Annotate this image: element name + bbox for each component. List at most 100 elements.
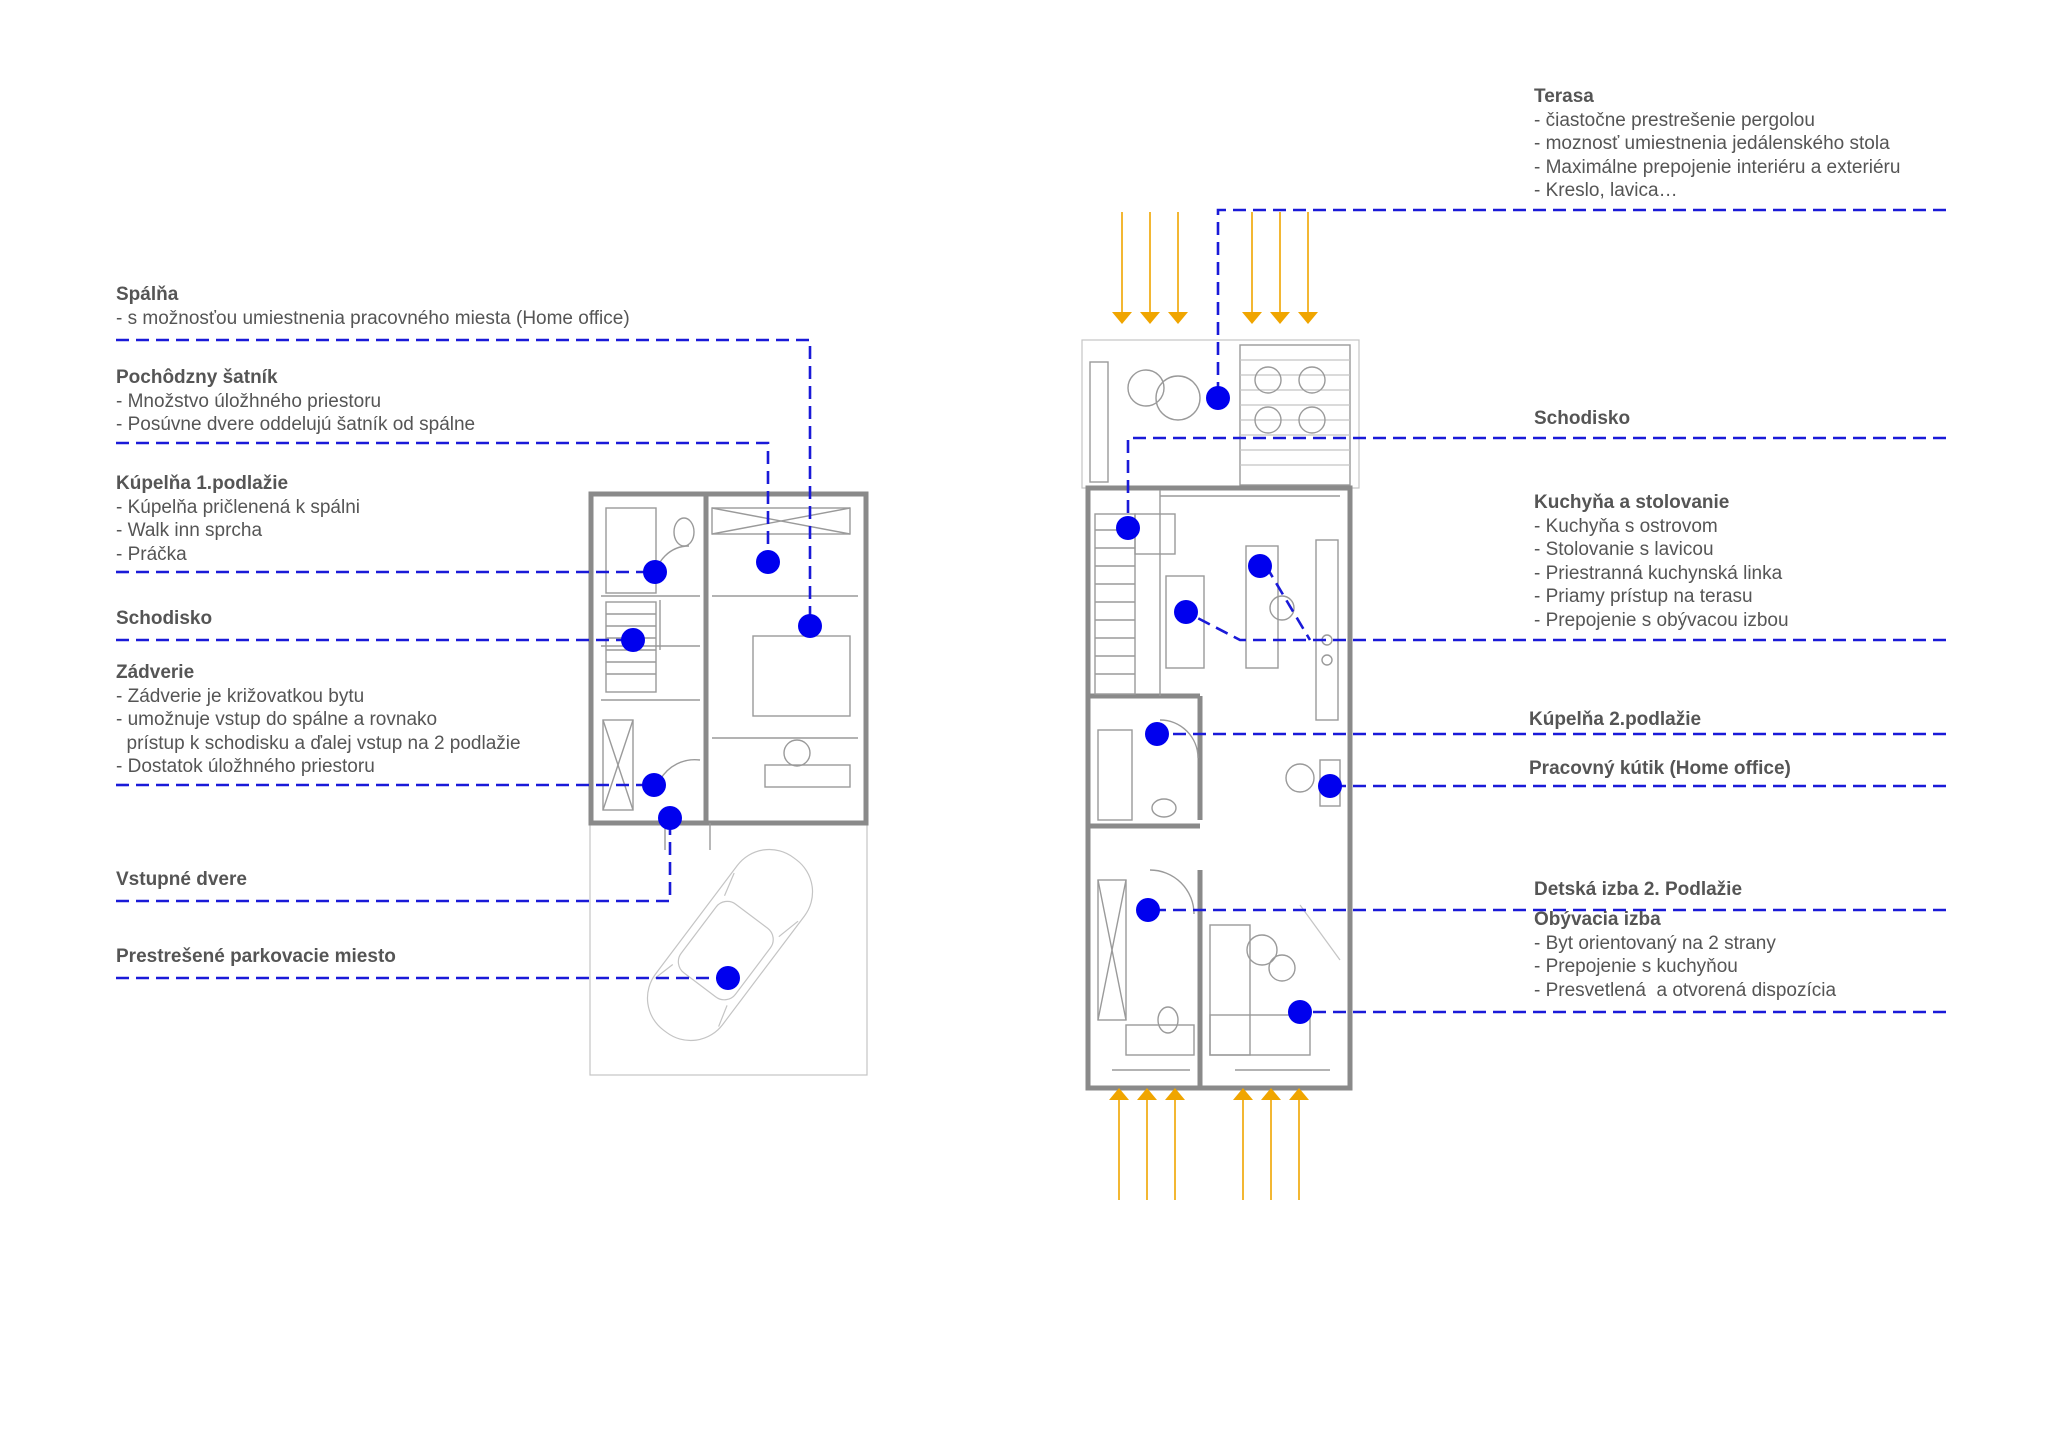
note-title: Schodisko bbox=[116, 608, 213, 629]
note-line: - Kreslo, lavica… bbox=[1534, 180, 1678, 201]
car-icon bbox=[646, 848, 814, 1042]
note-kuchyna: Kuchyňa a stolovanie - Kuchyňa s ostrovo… bbox=[1534, 491, 1789, 632]
marker-dot-satnik bbox=[756, 550, 780, 574]
sun-arrow-icon bbox=[1261, 1088, 1281, 1200]
bathtub bbox=[1097, 729, 1133, 821]
note-line: - Priestranná kuchynská linka bbox=[1534, 562, 1783, 584]
sun-arrow-icon bbox=[1242, 212, 1262, 324]
note-line: - Byt orientovaný na 2 strany bbox=[1534, 932, 1776, 954]
leader-vstupne-dvere bbox=[116, 818, 672, 903]
marker-dot-pracovny-kutik bbox=[1318, 774, 1342, 798]
note-line: - Zádverie je križovatkou bytu bbox=[116, 685, 365, 707]
sun-arrow-icon bbox=[1298, 212, 1318, 324]
note-line: - Stolovanie s lavicou bbox=[1534, 539, 1714, 560]
sun-arrow-icon bbox=[1270, 212, 1290, 324]
note-line: - Presvetlená a otvorená dispozícia bbox=[1534, 979, 1837, 1001]
sun-arrows-top bbox=[1112, 212, 1318, 324]
note-line: - Kúpelňa pričlenená k spálni bbox=[116, 496, 360, 518]
note-pochodzny-satnik: Pochôdzny šatník - Množstvo úložhného pr… bbox=[116, 366, 475, 437]
pergola bbox=[1239, 344, 1351, 486]
marker-dot-kupelna-2 bbox=[1145, 722, 1169, 746]
parking-area bbox=[589, 822, 868, 1076]
entrance-storage bbox=[602, 719, 634, 811]
leader-spalna bbox=[116, 338, 812, 626]
note-line: - Priamy prístup na terasu bbox=[1534, 586, 1753, 607]
note-title: Vstupné dvere bbox=[116, 869, 247, 890]
note-line: - umožnuje vstup do spálne a rovnako bbox=[116, 709, 438, 730]
note-title: Schodisko bbox=[1534, 408, 1631, 429]
note-title: Detská izba 2. Podlažie bbox=[1534, 879, 1743, 900]
right-floor-plan bbox=[1081, 339, 1360, 1091]
note-line: - Množstvo úložhného priestoru bbox=[116, 390, 382, 412]
note-pracovny-kutik: Pracovný kútik (Home office) bbox=[1529, 757, 1791, 781]
marker-dot-schodisko-left bbox=[621, 628, 645, 652]
note-schodisko-left: Schodisko bbox=[116, 607, 212, 631]
note-detska-izba: Detská izba 2. Podlažie bbox=[1534, 878, 1742, 902]
note-terasa: Terasa - čiastočne prestrešenie pergolou… bbox=[1534, 85, 1900, 203]
note-line: - s možnosťou umiestnenia pracovného mie… bbox=[116, 307, 630, 329]
marker-dot-terasa bbox=[1206, 386, 1230, 410]
leader-kuchyna-branch bbox=[1264, 565, 1312, 641]
note-title: Zádverie bbox=[116, 662, 195, 683]
kitchen-counter bbox=[1315, 539, 1339, 721]
note-title: Prestrešené parkovacie miesto bbox=[116, 946, 396, 967]
sun-arrow-icon bbox=[1168, 212, 1188, 324]
desk bbox=[764, 764, 851, 788]
sun-arrow-icon bbox=[1112, 212, 1132, 324]
note-line: - Prepojenie s kuchyňou bbox=[1534, 956, 1738, 977]
sun-arrow-icon bbox=[1233, 1088, 1253, 1200]
note-spalna: Spálňa - s možnosťou umiestnenia pracovn… bbox=[116, 283, 630, 330]
terrace-area bbox=[1081, 339, 1360, 489]
sun-arrow-icon bbox=[1289, 1088, 1309, 1200]
marker-dot-kuchyna-a bbox=[1174, 600, 1198, 624]
sun-arrows-bottom bbox=[1109, 1088, 1309, 1200]
marker-dot-detska-izba bbox=[1136, 898, 1160, 922]
note-title: Pochôdzny šatník bbox=[116, 367, 278, 388]
leader-satnik bbox=[116, 441, 770, 562]
note-line: - Práčka bbox=[116, 543, 187, 565]
note-line: - Walk inn sprcha bbox=[116, 520, 263, 541]
note-line: - Kuchyňa s ostrovom bbox=[1534, 515, 1718, 537]
right-leaders bbox=[1126, 208, 1946, 1014]
note-zadverie: Zádverie - Zádverie je križovatkou bytu … bbox=[116, 661, 521, 779]
note-parkovacie-miesto: Prestrešené parkovacie miesto bbox=[116, 945, 396, 969]
sun-arrow-icon bbox=[1165, 1088, 1185, 1200]
office-chair bbox=[1285, 763, 1315, 793]
note-title: Spálňa bbox=[116, 284, 179, 305]
note-title: Pracovný kútik (Home office) bbox=[1529, 758, 1791, 779]
bed bbox=[752, 635, 851, 717]
note-line: - moznosť umiestnenia jedálenského stola bbox=[1534, 133, 1890, 154]
marker-dot-schodisko-right bbox=[1116, 516, 1140, 540]
note-schodisko-right: Schodisko bbox=[1534, 407, 1630, 431]
note-line: - Maximálne prepojenie interiéru a exter… bbox=[1534, 156, 1901, 178]
chair bbox=[783, 739, 811, 767]
note-line: - Posúvne dvere oddelujú šatník od spáln… bbox=[116, 414, 476, 435]
sofa bbox=[1209, 924, 1251, 1056]
note-obyvacia-izba: Obývacia izba - Byt orientovaný na 2 str… bbox=[1534, 908, 1836, 1002]
sun-arrow-icon bbox=[1137, 1088, 1157, 1200]
marker-dot-kuchyna-b bbox=[1248, 554, 1272, 578]
note-line: - Dostatok úložhného priestoru bbox=[116, 756, 375, 777]
marker-dot-parkovanie bbox=[716, 966, 740, 990]
marker-dot-spalna bbox=[798, 614, 822, 638]
marker-dot-vstupne-dvere bbox=[658, 806, 682, 830]
leader-schodisko-right bbox=[1126, 436, 1946, 528]
left-outer-wall bbox=[588, 491, 869, 826]
note-kupelna-1: Kúpelňa 1.podlažie - Kúpelňa pričlenená … bbox=[116, 472, 360, 566]
note-line: - čiastočne prestrešenie pergolou bbox=[1534, 109, 1815, 131]
note-line: - Prepojenie s obývacou izbou bbox=[1534, 609, 1789, 631]
sun-arrow-icon bbox=[1140, 212, 1160, 324]
leader-terasa bbox=[1216, 208, 1946, 398]
kids-wardrobe bbox=[1097, 879, 1127, 1021]
marker-dot-kupelna-1 bbox=[643, 560, 667, 584]
note-title: Kuchyňa a stolovanie bbox=[1534, 492, 1730, 513]
marker-dot-obyvacia-izba bbox=[1288, 1000, 1312, 1024]
left-leaders bbox=[116, 338, 812, 980]
wardrobe-storage bbox=[711, 507, 851, 535]
note-kupelna-2: Kúpelňa 2.podlažie bbox=[1529, 708, 1701, 732]
shower bbox=[605, 507, 657, 594]
note-title: Obývacia izba bbox=[1534, 909, 1661, 930]
right-stairs bbox=[1094, 513, 1176, 695]
note-vstupne-dvere: Vstupné dvere bbox=[116, 868, 247, 892]
